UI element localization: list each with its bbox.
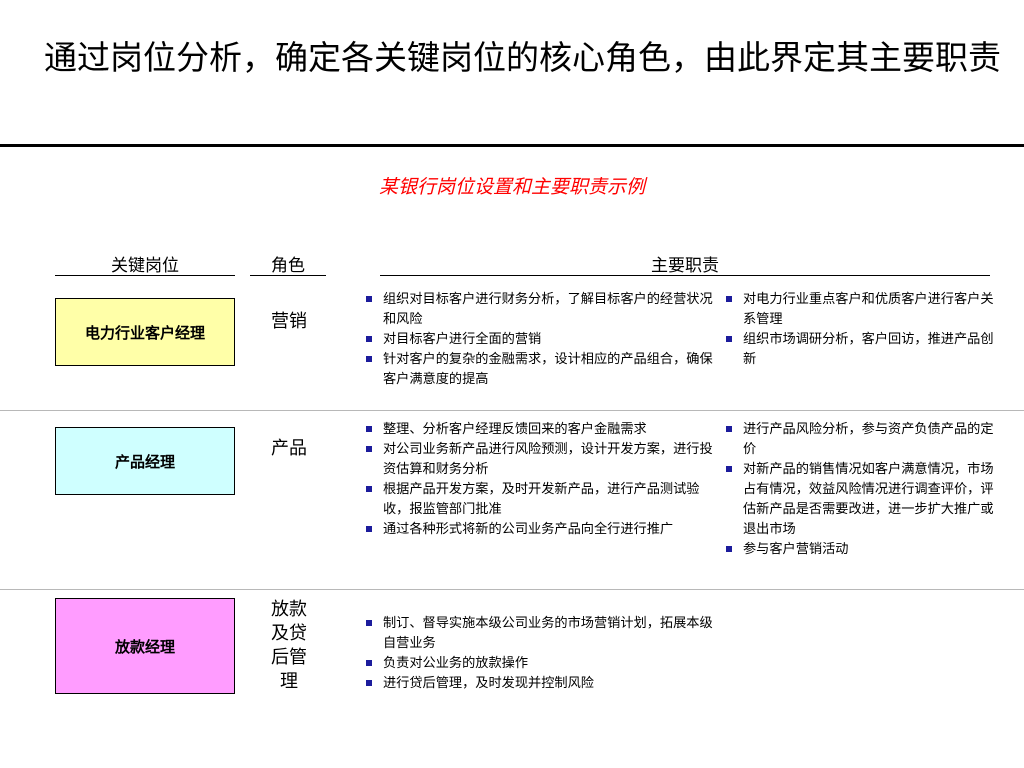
header-duties: 主要职责 [651,256,719,276]
duty-item: 对公司业务新产品进行风险预测，设计开发方案，进行投资估算和财务分析 [363,440,713,480]
duty-item: 进行贷后管理，及时发现并控制风险 [363,674,713,694]
page-subtitle: 某银行岗位设置和主要职责示例 [378,176,645,198]
duty-item: 进行产品风险分析，参与资产负债产品的定价 [723,420,1005,460]
duty-item: 组织对目标客户进行财务分析，了解目标客户的经营状况和风险 [363,290,713,330]
role-label: 产品 [271,438,307,459]
duty-item: 组织市场调研分析，客户回访，推进产品创新 [723,330,1005,370]
duty-list-left: 整理、分析客户经理反馈回来的客户金融需求 对公司业务新产品进行风险预测，设计开发… [363,420,713,540]
role-label: 放款及贷后管理 [271,599,307,692]
duty-list-right: 进行产品风险分析，参与资产负债产品的定价 对新产品的销售情况如客户满意情况，市场… [723,420,1005,560]
header-duties-underline [380,275,990,276]
header-role: 角色 [271,256,305,276]
duty-item: 制订、督导实施本级公司业务的市场营销计划，拓展本级自营业务 [363,614,713,654]
duty-item: 针对客户的复杂的金融需求，设计相应的产品组合，确保客户满意度的提高 [363,350,713,390]
position-box-loan-manager: 放款经理 [55,598,235,694]
title-divider [0,144,1024,147]
row-divider [0,589,1024,590]
duty-item: 参与客户营销活动 [723,540,1005,560]
duty-item: 对电力行业重点客户和优质客户进行客户关系管理 [723,290,1005,330]
duty-item: 整理、分析客户经理反馈回来的客户金融需求 [363,420,713,440]
duty-item: 对新产品的销售情况如客户满意情况，市场占有情况，效益风险情况进行调查评价，评估新… [723,460,1005,540]
header-role-underline [250,275,326,276]
duty-list-right: 对电力行业重点客户和优质客户进行客户关系管理 组织市场调研分析，客户回访，推进产… [723,290,1005,370]
role-label: 营销 [271,311,307,332]
duty-item: 根据产品开发方案，及时开发新产品，进行产品测试验收，报监管部门批准 [363,480,713,520]
row-divider [0,410,1024,411]
header-position: 关键岗位 [111,256,179,276]
duty-list-left: 制订、督导实施本级公司业务的市场营销计划，拓展本级自营业务 负责对公业务的放款操… [363,614,713,694]
duty-item: 对目标客户进行全面的营销 [363,330,713,350]
duty-item: 通过各种形式将新的公司业务产品向全行进行推广 [363,520,713,540]
page-title: 通过岗位分析，确定各关键岗位的核心角色，由此界定其主要职责 [44,38,1001,77]
position-box-product-manager: 产品经理 [55,427,235,495]
position-box-power-account-manager: 电力行业客户经理 [55,298,235,366]
header-position-underline [55,275,235,276]
duty-item: 负责对公业务的放款操作 [363,654,713,674]
duty-list-left: 组织对目标客户进行财务分析，了解目标客户的经营状况和风险 对目标客户进行全面的营… [363,290,713,390]
